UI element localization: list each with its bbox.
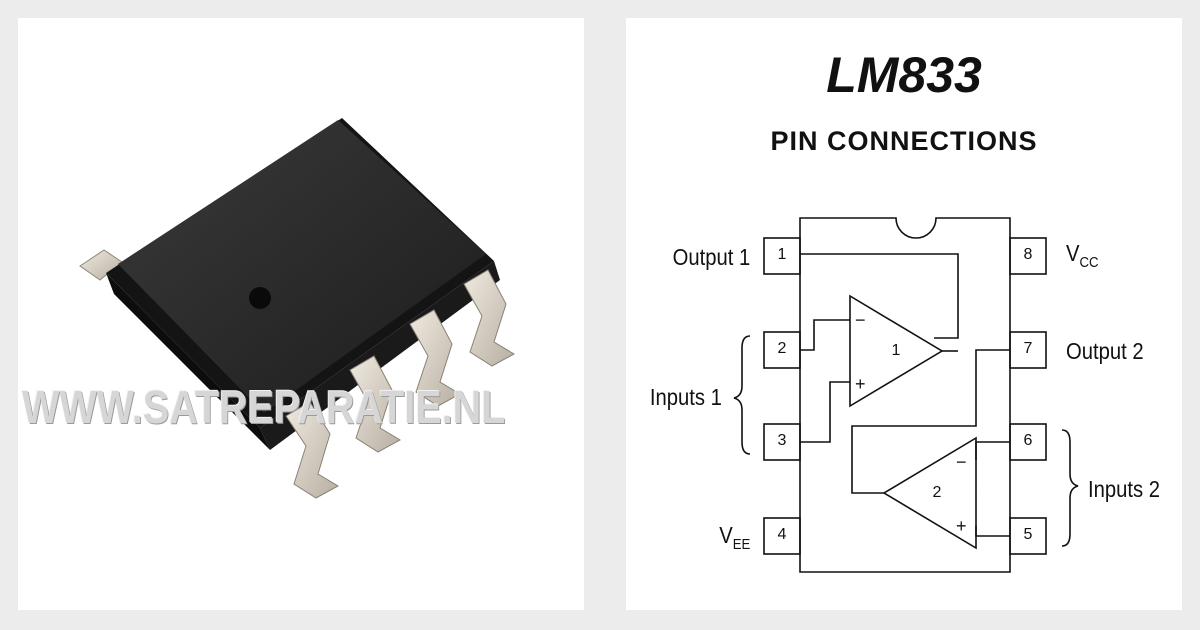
pin-number-3: 3 — [777, 432, 787, 449]
pin-box-1 — [763, 237, 801, 275]
opamp-2-triangle — [882, 436, 977, 550]
wire-pin5-noninv — [975, 526, 1010, 537]
opamp-1-triangle — [849, 294, 944, 408]
wire-pin2-inv — [800, 319, 850, 351]
amp1-inverting-mark: − — [855, 310, 866, 330]
diagram-title: LM833 — [826, 47, 982, 103]
vcc-subscript: CC — [1079, 254, 1099, 271]
pin1-marker-dot — [249, 287, 271, 309]
vee-subscript: EE — [732, 536, 750, 553]
soic8-chip-image — [79, 118, 516, 499]
amp1-noninverting-mark: + — [855, 374, 866, 394]
label-inputs-2: Inputs 2 — [1088, 476, 1161, 502]
pin-number-4: 4 — [777, 526, 787, 543]
pin-number-1: 1 — [777, 246, 787, 263]
ic-body-outline — [799, 217, 1011, 573]
pinout-schematic: − + − + — [733, 217, 1079, 573]
chip-photo-panel: WWW.SATREPARATIE.NL — [18, 18, 584, 610]
pin-number-2: 2 — [777, 340, 787, 357]
chip-front-leads — [285, 269, 516, 499]
diagram-subtitle: PIN CONNECTIONS — [770, 126, 1038, 156]
vee-main: V — [718, 522, 733, 548]
inputs2-brace — [1061, 429, 1079, 547]
pin-number-5: 5 — [1023, 526, 1033, 543]
wire-pin1-feedback — [800, 253, 959, 339]
amp-2-label: 2 — [932, 484, 942, 501]
label-output-2: Output 2 — [1066, 338, 1144, 364]
pinout-diagram-panel: LM833 PIN CONNECTIONS — [626, 18, 1182, 610]
label-output-1: Output 1 — [672, 244, 750, 270]
watermark-text: WWW.SATREPARATIE.NL — [22, 381, 506, 433]
pin-box-4 — [763, 517, 801, 555]
label-inputs-1: Inputs 1 — [649, 384, 722, 410]
pin-box-8 — [1009, 237, 1047, 275]
label-vee: VEE — [718, 522, 750, 553]
label-vcc: VCC — [1066, 240, 1099, 271]
pin-number-6: 6 — [1023, 432, 1033, 449]
wire-pin7-out2 — [851, 349, 1010, 494]
chip-body-top — [118, 120, 486, 413]
amp2-noninverting-mark: + — [956, 516, 967, 536]
amp-1-label: 1 — [891, 342, 901, 359]
wire-pin6-inv — [975, 441, 1010, 460]
wire-pin3-noninv — [800, 381, 850, 443]
amp2-inverting-mark: − — [956, 452, 967, 472]
inputs1-brace — [733, 335, 751, 455]
pin-number-7: 7 — [1023, 340, 1033, 357]
vcc-main: V — [1066, 240, 1080, 266]
pin-number-8: 8 — [1023, 246, 1033, 263]
